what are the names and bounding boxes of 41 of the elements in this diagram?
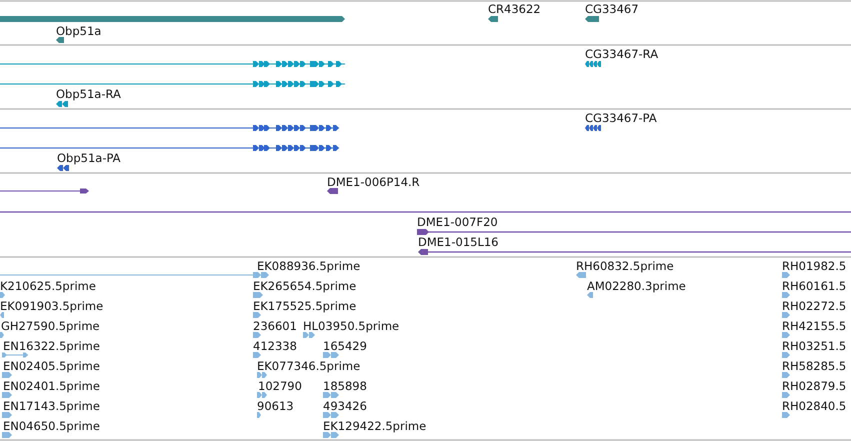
feature-label: 90613 [257,399,294,413]
feature-label: CG33467-RA [585,47,658,61]
feature-label: EN16322.5prime [3,339,100,353]
feature-label: RH42155.5 [782,319,846,333]
feature-label: 185898 [323,379,367,393]
feature-label: RH01982.5 [782,259,846,273]
feature-label: 102790 [258,379,302,393]
feature-label: EK265654.5prime [253,279,356,293]
feature-label: DME1-015L16 [418,235,498,249]
feature-label: RH60161.5 [782,279,846,293]
feature-label: 236601 [253,319,297,333]
feature-label: EK129422.5prime [323,419,426,433]
feature-label: EK175525.5prime [253,299,356,313]
feature-label: EK091903.5prime [0,299,104,313]
feature-label: RH02879.5 [782,379,846,393]
feature-label: K210625.5prime [0,279,96,293]
feature-label: EK088936.5prime [257,259,360,273]
feature-label: EK077346.5prime [257,359,360,373]
feature-label: CG33467 [585,2,639,16]
feature-label: RH60832.5prime [576,259,674,273]
feature-label: AM02280.3prime [587,279,686,293]
feature-label: RH02272.5 [782,299,846,313]
feature-label: RH58285.5 [782,359,846,373]
feature-label: Obp51a-RA [56,87,121,101]
feature-label: DME1-006P14.R [327,175,420,189]
feature-label: DME1-007F20 [417,215,498,229]
feature-label: Obp51a-PA [57,151,121,165]
feature-label: EN04650.5prime [3,419,100,433]
feature-label: CG33467-PA [585,111,657,125]
feature-label: GH27590.5prime [1,319,100,333]
feature-label: 493426 [323,399,367,413]
feature-label: HL03950.5prime [303,319,400,333]
feature-label: CR43622 [488,2,541,16]
feature-label: EN17143.5prime [3,399,100,413]
feature-label: Obp51a [56,24,102,38]
feature-label: 165429 [323,339,367,353]
feature-label: 412338 [253,339,297,353]
feature-label: EN02401.5prime [3,379,100,393]
feature-label: EN02405.5prime [3,359,100,373]
feature-label: RH02840.5 [782,399,846,413]
feature-label: RH03251.5 [782,339,846,353]
